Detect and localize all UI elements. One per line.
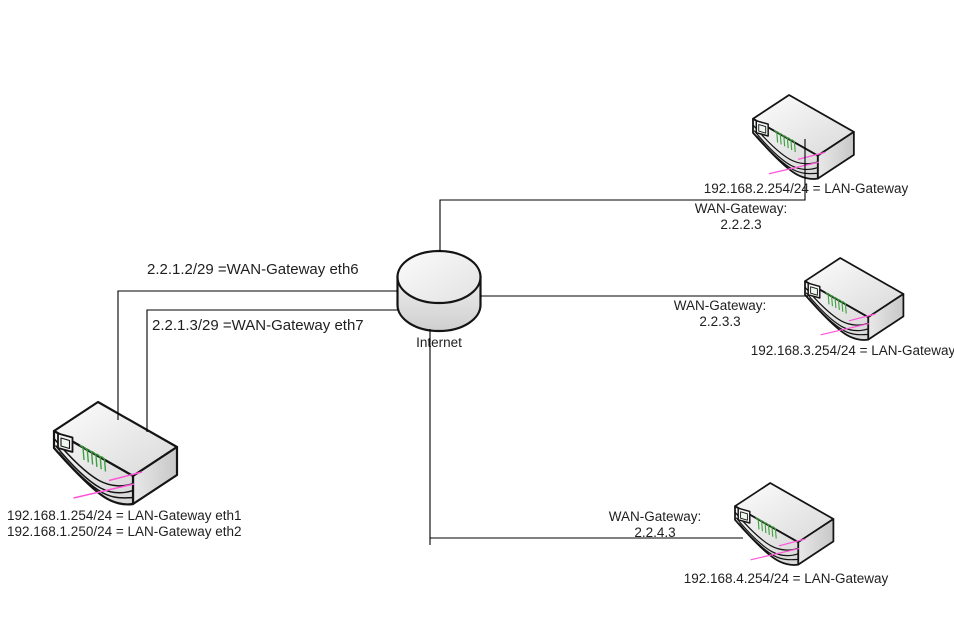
wan-eth6-label: 2.2.1.2/29 =WAN-Gateway eth6 bbox=[147, 261, 359, 278]
internet-label: Internet bbox=[416, 335, 462, 350]
internet-cylinder-icon bbox=[396, 249, 482, 333]
connector-site4 bbox=[429, 329, 743, 539]
router-site3-lan-label: 192.168.3.254/24 = LAN-Gateway bbox=[750, 343, 954, 358]
router-site3-wan-ip: 2.2.3.3 bbox=[699, 314, 741, 329]
router-site2-wan-ip: 2.2.2.3 bbox=[720, 217, 762, 232]
router-icon-hq bbox=[52, 400, 179, 506]
router-icon-site2 bbox=[752, 94, 855, 180]
router-site3-wan-title: WAN-Gateway: bbox=[673, 298, 767, 313]
router-icon-site4 bbox=[734, 482, 835, 566]
connector-site2 bbox=[439, 139, 806, 252]
router-site2-lan-label: 192.168.2.254/24 = LAN-Gateway bbox=[703, 181, 909, 196]
router-icon-site3 bbox=[804, 257, 905, 341]
router-site2-wan-block: WAN-Gateway: 2.2.2.3 bbox=[695, 201, 788, 233]
router-site4-lan-label: 192.168.4.254/24 = LAN-Gateway bbox=[683, 571, 889, 586]
connector-eth7 bbox=[146, 309, 398, 432]
router-site4-wan-ip: 2.2.4.3 bbox=[634, 525, 676, 540]
router-site3-wan-block: WAN-Gateway: 2.2.3.3 bbox=[674, 298, 767, 330]
wan-eth7-label: 2.2.1.3/29 =WAN-Gateway eth7 bbox=[152, 317, 364, 334]
router-hq-lan-label-eth2: 192.168.1.250/24 = LAN-Gateway eth2 bbox=[7, 524, 242, 539]
connector-eth6 bbox=[117, 290, 398, 420]
router-hq-lan-label-eth1: 192.168.1.254/24 = LAN-Gateway eth1 bbox=[7, 508, 242, 523]
router-site2-wan-title: WAN-Gateway: bbox=[694, 201, 788, 216]
router-site4-wan-block: WAN-Gateway: 2.2.4.3 bbox=[609, 509, 702, 541]
router-site4-wan-title: WAN-Gateway: bbox=[608, 509, 702, 524]
router-hq-lan-labels: 192.168.1.254/24 = LAN-Gateway eth1 192.… bbox=[7, 508, 242, 540]
